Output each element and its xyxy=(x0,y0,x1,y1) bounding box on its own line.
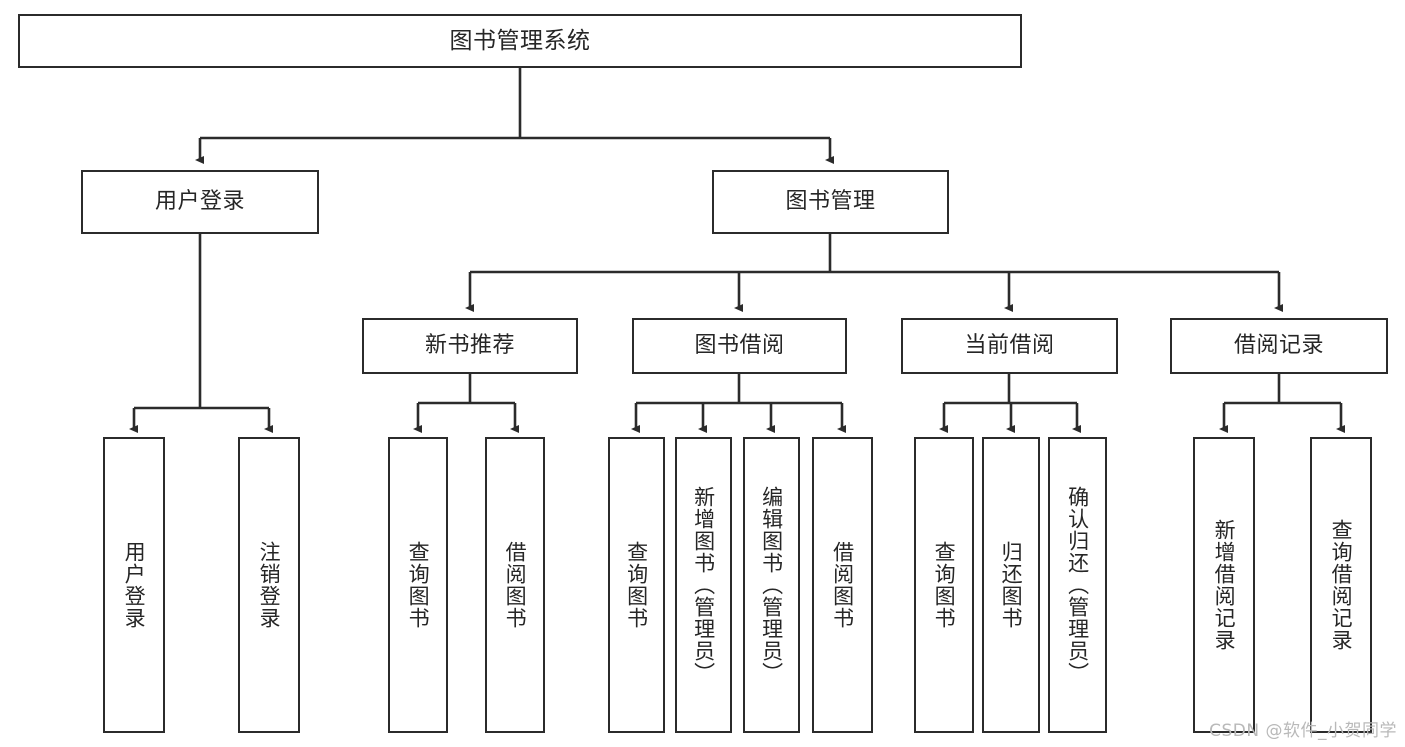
node-leaf-user-login[interactable]: 用户登录 xyxy=(103,437,165,733)
node-leaf-user-logout-label: 注销登录 xyxy=(257,541,282,629)
node-leaf-add-record[interactable]: 新增借阅记录 xyxy=(1193,437,1255,733)
node-leaf-return-book-label: 归还图书 xyxy=(999,541,1024,629)
node-book-manage[interactable]: 图书管理 xyxy=(712,170,949,234)
node-leaf-add-book-label: 新增图书（管理员） xyxy=(691,486,716,684)
node-leaf-borrow-book-2-label: 借阅图书 xyxy=(830,541,855,629)
node-leaf-confirm-return-label: 确认归还（管理员） xyxy=(1065,486,1090,684)
node-leaf-add-record-label: 新增借阅记录 xyxy=(1212,519,1237,651)
node-leaf-return-book[interactable]: 归还图书 xyxy=(982,437,1040,733)
node-leaf-borrow-book-1[interactable]: 借阅图书 xyxy=(485,437,545,733)
node-leaf-query-book-1-label: 查询图书 xyxy=(406,541,431,629)
node-current-borrow-label: 当前借阅 xyxy=(964,333,1055,359)
node-root[interactable]: 图书管理系统 xyxy=(18,14,1022,68)
node-leaf-query-record-label: 查询借阅记录 xyxy=(1329,519,1354,651)
node-book-manage-label: 图书管理 xyxy=(785,189,876,215)
node-root-label: 图书管理系统 xyxy=(449,27,591,54)
node-borrow-record-label: 借阅记录 xyxy=(1233,333,1324,359)
node-leaf-user-login-label: 用户登录 xyxy=(122,541,147,629)
node-leaf-query-book-2[interactable]: 查询图书 xyxy=(608,437,665,733)
node-leaf-edit-book-label: 编辑图书（管理员） xyxy=(759,486,784,684)
node-leaf-query-record[interactable]: 查询借阅记录 xyxy=(1310,437,1372,733)
node-leaf-query-book-3[interactable]: 查询图书 xyxy=(914,437,974,733)
node-leaf-borrow-book-1-label: 借阅图书 xyxy=(503,541,528,629)
node-borrow-record[interactable]: 借阅记录 xyxy=(1170,318,1388,374)
node-leaf-borrow-book-2[interactable]: 借阅图书 xyxy=(812,437,873,733)
node-leaf-query-book-1[interactable]: 查询图书 xyxy=(388,437,448,733)
node-new-book-recommend[interactable]: 新书推荐 xyxy=(362,318,578,374)
node-leaf-query-book-3-label: 查询图书 xyxy=(932,541,957,629)
node-leaf-add-book[interactable]: 新增图书（管理员） xyxy=(675,437,732,733)
node-leaf-user-logout[interactable]: 注销登录 xyxy=(238,437,300,733)
node-leaf-query-book-2-label: 查询图书 xyxy=(624,541,649,629)
node-current-borrow[interactable]: 当前借阅 xyxy=(901,318,1118,374)
node-user-login-label: 用户登录 xyxy=(154,189,245,215)
node-new-book-recommend-label: 新书推荐 xyxy=(424,333,515,359)
node-leaf-edit-book[interactable]: 编辑图书（管理员） xyxy=(743,437,800,733)
node-leaf-confirm-return[interactable]: 确认归还（管理员） xyxy=(1048,437,1107,733)
csdn-watermark: CSDN @软件_小贺同学 xyxy=(1209,721,1397,741)
node-book-borrow[interactable]: 图书借阅 xyxy=(632,318,847,374)
node-user-login[interactable]: 用户登录 xyxy=(81,170,319,234)
node-book-borrow-label: 图书借阅 xyxy=(694,333,785,359)
